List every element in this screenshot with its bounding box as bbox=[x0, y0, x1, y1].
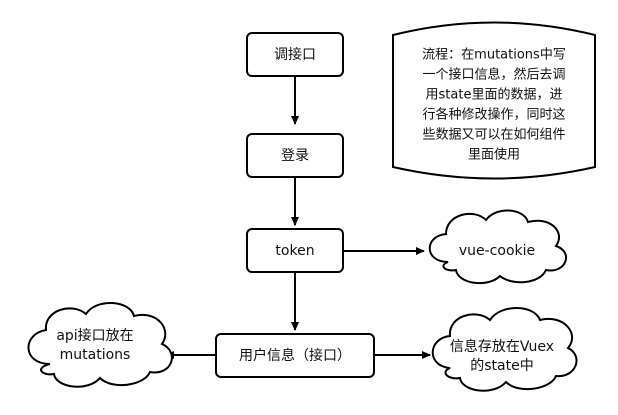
node-login-box bbox=[246, 133, 344, 178]
node-vuex-state-line-2: 的state中 bbox=[470, 358, 533, 374]
node-vue-cookie-label: vue-cookie bbox=[459, 243, 535, 259]
node-note-line-5: 些数据又可以在如何组件 bbox=[422, 127, 565, 143]
node-call-api-label: 调接口 bbox=[274, 46, 316, 63]
node-vuex-state-cloud bbox=[431, 307, 578, 392]
node-note: 流程：在mutations中写 一个接口信息，然后去调 用state里面的数据，… bbox=[392, 21, 596, 180]
node-user-info: 用户信息（接口） bbox=[215, 333, 375, 378]
node-token-box bbox=[246, 228, 344, 273]
node-login: 登录 bbox=[246, 133, 344, 178]
node-user-info-label: 用户信息（接口） bbox=[239, 347, 351, 364]
node-vue-cookie: vue-cookie bbox=[428, 209, 568, 285]
node-note-line-4: 行各种修改操作，同时这 bbox=[422, 107, 565, 123]
node-note-line-1: 流程：在mutations中写 bbox=[422, 48, 566, 63]
node-note-shape bbox=[392, 21, 596, 180]
node-api-mutations-line-1: api接口放在 bbox=[56, 327, 133, 344]
node-api-mutations: api接口放在 mutations bbox=[27, 301, 173, 388]
node-vue-cookie-cloud bbox=[428, 209, 568, 285]
node-login-label: 登录 bbox=[281, 148, 309, 164]
node-vuex-state: 信息存放在Vuex 的state中 bbox=[431, 307, 578, 392]
node-note-line-6: 里面使用 bbox=[468, 147, 520, 163]
node-token-label: token bbox=[275, 243, 314, 259]
edges bbox=[165, 77, 431, 359]
node-user-info-box bbox=[215, 333, 375, 378]
node-vuex-state-line-1: 信息存放在Vuex bbox=[450, 338, 554, 355]
node-call-api: 调接口 bbox=[246, 32, 344, 77]
node-note-line-2: 一个接口信息，然后去调 bbox=[422, 67, 565, 83]
node-note-line-3: 用state里面的数据，进 bbox=[426, 87, 563, 103]
node-token: token bbox=[246, 228, 344, 273]
node-api-mutations-cloud bbox=[27, 301, 173, 388]
node-call-api-box bbox=[246, 32, 344, 77]
node-api-mutations-line-2: mutations bbox=[60, 347, 131, 363]
